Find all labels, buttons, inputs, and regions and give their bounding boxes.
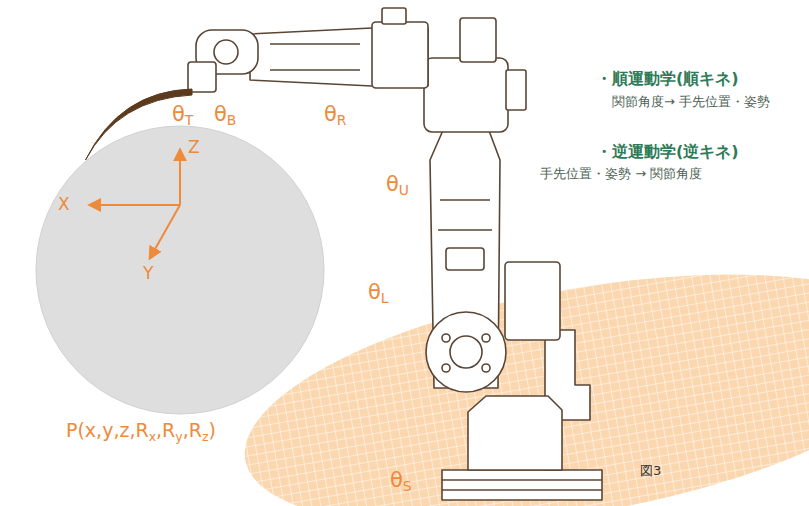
u-axis-housing bbox=[424, 58, 508, 132]
section-heading: ・順運動学(順キネ) bbox=[596, 70, 739, 88]
zoom-circle bbox=[36, 126, 324, 414]
l-axis-housing bbox=[426, 312, 506, 392]
l-axis-motor bbox=[505, 262, 560, 340]
pose-label: P(x,y,z,Rx,Ry,Rz) bbox=[66, 420, 216, 442]
axis-arrow bbox=[90, 204, 180, 206]
logo-plate bbox=[446, 248, 484, 270]
description-text: 手先位置・姿勢 → 関節角度 bbox=[540, 167, 702, 182]
axis-label: X bbox=[58, 195, 70, 215]
turret bbox=[468, 396, 562, 470]
description-text: 関節角度→ 手先位置・姿勢 bbox=[612, 95, 770, 110]
base-detail bbox=[442, 480, 602, 490]
axis-label: Y bbox=[143, 264, 153, 284]
joint-angle-label: θS bbox=[390, 468, 412, 492]
bolt bbox=[442, 334, 450, 342]
joint-angle-label: θL bbox=[368, 280, 389, 304]
axis-arrow bbox=[150, 205, 180, 258]
bolt bbox=[482, 364, 490, 372]
joint-angle-label: θR bbox=[324, 102, 347, 126]
r-axis-motor bbox=[382, 8, 406, 24]
tool-flange bbox=[188, 62, 216, 92]
side-cap bbox=[506, 70, 526, 110]
figure-number: 図3 bbox=[640, 464, 661, 479]
joint-angle-label: θU bbox=[386, 172, 409, 196]
axis-arrow bbox=[179, 150, 181, 205]
axis-label: Z bbox=[188, 138, 200, 158]
bolt bbox=[482, 334, 490, 342]
joint-angle-label: θT bbox=[172, 102, 193, 126]
upper-arm-detail bbox=[270, 44, 360, 70]
coordinate-circle: Z X Y bbox=[35, 125, 325, 415]
arm-detail bbox=[438, 200, 492, 230]
b-axis-joint bbox=[214, 40, 238, 64]
robot-base bbox=[442, 470, 602, 500]
circle-outline bbox=[35, 125, 325, 415]
bolt bbox=[442, 364, 450, 372]
u-axis-motor bbox=[460, 18, 496, 62]
joint-angle-label: θB bbox=[214, 102, 236, 126]
l-axis-hub bbox=[450, 336, 482, 368]
r-axis-housing bbox=[372, 22, 428, 88]
section-heading: ・逆運動学(逆キネ) bbox=[596, 143, 739, 161]
